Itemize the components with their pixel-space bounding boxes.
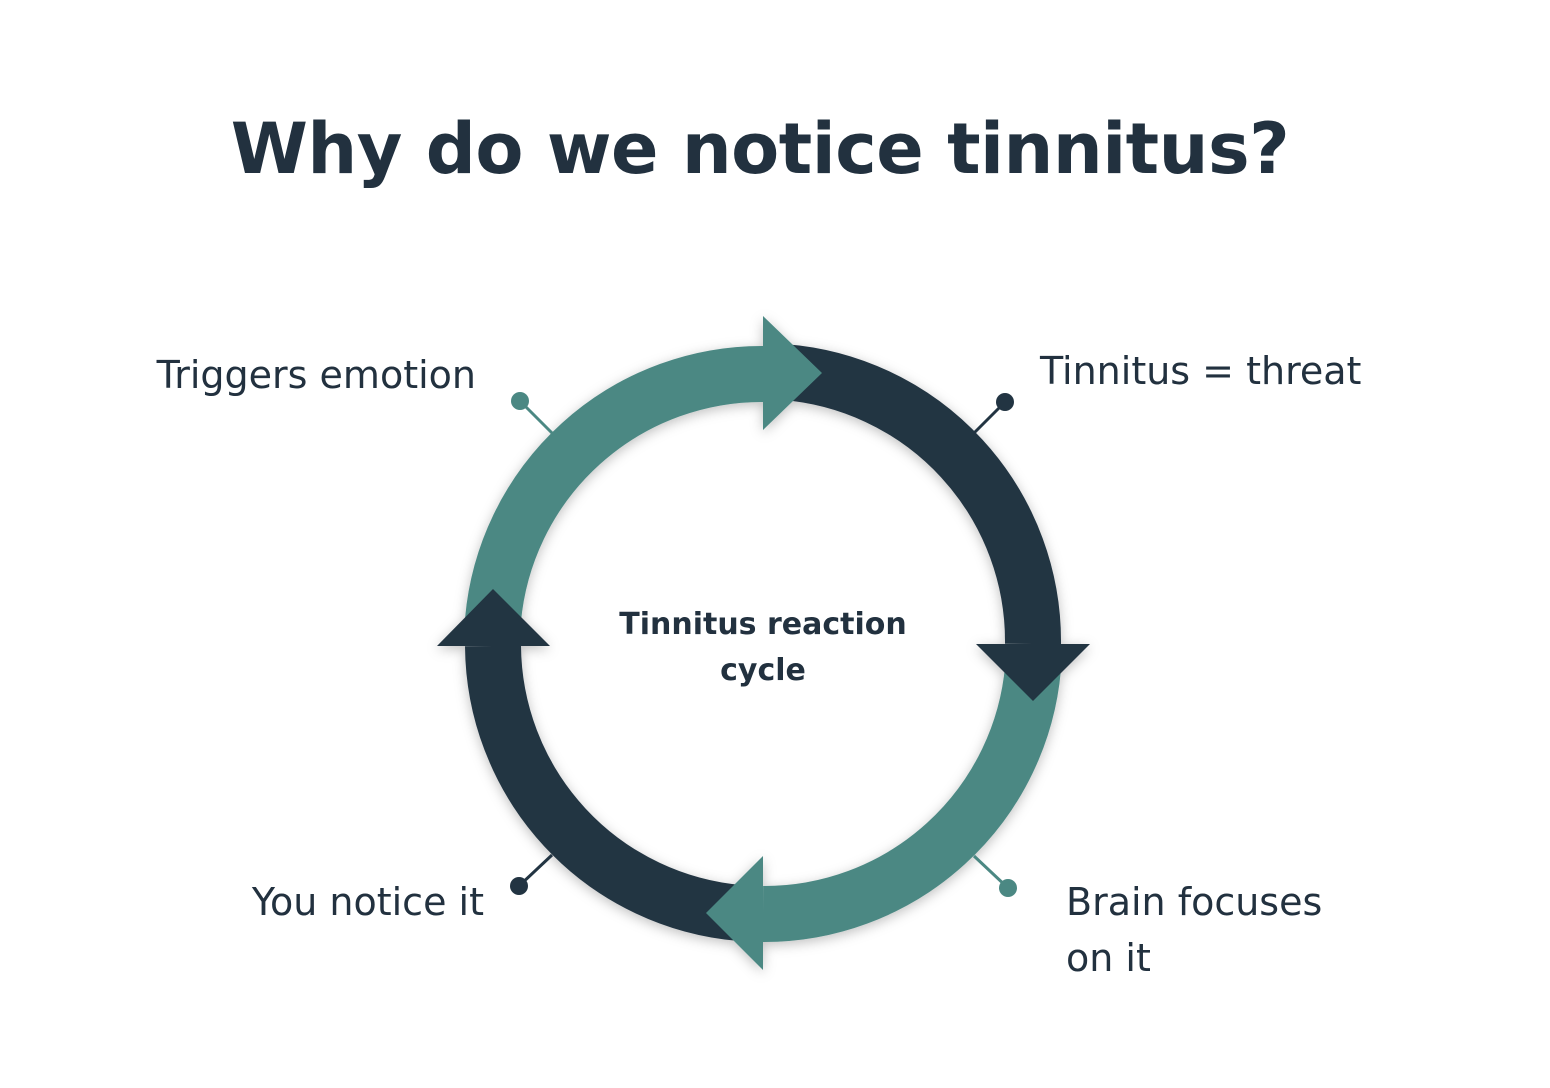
arrowhead-right-icon — [763, 316, 822, 430]
connector-dot-triggers — [511, 392, 529, 410]
connector-dot-notice — [510, 877, 528, 895]
cycle-arc-brain — [762, 665, 1061, 943]
step-label-tinnitus-threat: Tinnitus = threat — [1040, 349, 1362, 393]
cycle-arc-threat — [780, 344, 1062, 645]
arrowhead-left-icon — [706, 856, 763, 970]
arrowhead-down-icon — [976, 644, 1090, 701]
page-title: Why do we notice tinnitus? — [230, 108, 1290, 190]
step-label-you-notice-it: You notice it — [251, 880, 484, 924]
center-label: Tinnitus reaction cycle — [619, 607, 907, 688]
connector-dot-brain — [999, 879, 1017, 897]
arrowhead-up-icon — [437, 589, 550, 646]
cycle-arc-notice — [465, 645, 743, 941]
step-label-triggers-emotion: Triggers emotion — [156, 353, 476, 397]
connector-dot-threat — [996, 393, 1014, 411]
step-label-brain-focuses: Brain focuses on it — [1066, 880, 1323, 980]
cycle-arc-triggers — [465, 345, 766, 623]
